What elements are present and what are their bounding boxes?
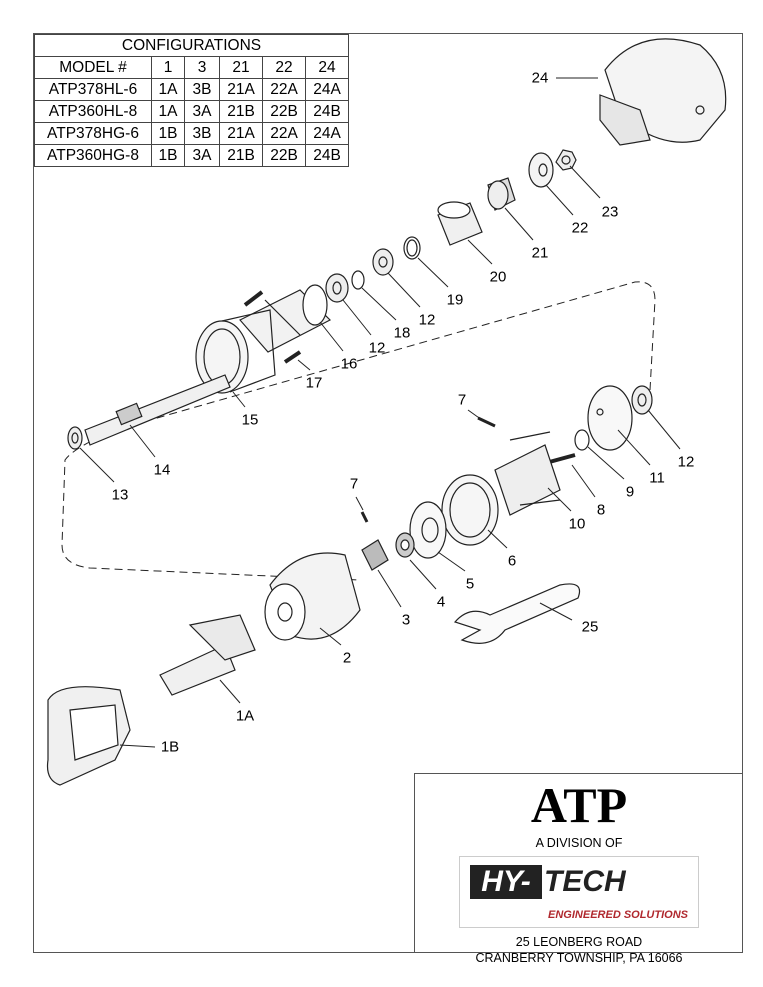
part-13-washer: [67, 426, 83, 450]
part-1a-handle: [159, 614, 256, 696]
callout-1b: 1B: [160, 738, 180, 756]
part-12-bearing: [372, 248, 394, 276]
callout-1a: 1A: [235, 707, 255, 725]
address-line-1: 25 LEONBERG ROAD: [515, 935, 643, 949]
part-12-bearing-c: [631, 385, 653, 415]
part-4-bearing: [395, 532, 415, 558]
cell: ATP360HG-8: [34, 144, 152, 167]
cell: 22B: [262, 100, 306, 123]
cell: 3A: [184, 100, 220, 123]
callout-4: 4: [436, 593, 446, 611]
callout-3: 3: [401, 611, 411, 629]
callout-8: 8: [596, 501, 606, 519]
callout-24: 24: [531, 69, 549, 87]
callout-25: 25: [581, 618, 599, 636]
callout-7: 7: [457, 391, 467, 409]
address-line-2: CRANBERRY TOWNSHIP, PA 16066: [475, 951, 683, 965]
callout-9: 9: [625, 483, 635, 501]
configurations-table: CONFIGURATIONS MODEL # 1 3 21 22 24 ATP3…: [34, 34, 349, 167]
drawing-border: [33, 33, 743, 953]
callout-15: 15: [241, 411, 259, 429]
part-6-cylinder: [441, 474, 499, 546]
callout-7: 7: [349, 475, 359, 493]
cell: 24A: [305, 122, 349, 145]
part-1b-handle: [46, 686, 131, 786]
part-14-spindle: [84, 374, 231, 446]
part-9-ring: [574, 429, 590, 451]
part-16-cylinder: [239, 284, 332, 353]
division-text: A DIVISION OF: [535, 836, 623, 850]
part-11-end-plate: [587, 385, 633, 451]
callout-23: 23: [601, 203, 619, 221]
callout-13: 13: [111, 486, 129, 504]
part-18-ring: [351, 270, 365, 290]
part-19-ring: [403, 236, 421, 260]
title-block: ATP A DIVISION OF HY- TECH ENGINEERED SO…: [414, 773, 743, 965]
callout-6: 6: [507, 552, 517, 570]
logo-hy: HY-: [470, 865, 542, 899]
cell: 3A: [184, 144, 220, 167]
part-17-screws: [243, 290, 302, 364]
cell: 22B: [262, 144, 306, 167]
callout-5: 5: [465, 575, 475, 593]
callout-12: 12: [368, 339, 386, 357]
callout-19: 19: [446, 291, 464, 309]
part-23-nut: [555, 149, 577, 171]
part-3-valve: [361, 539, 389, 571]
assembly-path: [61, 281, 656, 581]
callout-12: 12: [677, 453, 695, 471]
header-cell: 24: [305, 56, 349, 79]
leader-lines: [79, 77, 681, 748]
part-20-sleeve: [437, 201, 483, 246]
callout-17: 17: [305, 374, 323, 392]
logo-tagline: ENGINEERED SOLUTIONS: [548, 909, 688, 921]
callout-11: 11: [649, 469, 665, 487]
cell: 21B: [219, 144, 263, 167]
brand-title: ATP: [530, 777, 628, 833]
part-22-flange: [528, 152, 554, 188]
part-15-end-plate: [195, 309, 276, 394]
part-10-rotor: [494, 431, 561, 516]
callout-21: 21: [531, 244, 549, 262]
cell: 22A: [262, 122, 306, 145]
part-24-guard: [599, 38, 727, 146]
callout-2: 2: [342, 649, 352, 667]
cell: 1B: [151, 122, 185, 145]
part-12-bearing-b: [325, 273, 349, 303]
hy-tech-logo: HY- TECH ENGINEERED SOLUTIONS: [459, 856, 699, 928]
header-cell: MODEL #: [34, 56, 152, 79]
callout-18: 18: [393, 324, 411, 342]
part-2-motor-housing: [264, 552, 361, 641]
cell: 24B: [305, 144, 349, 167]
callout-14: 14: [153, 461, 171, 479]
callout-10: 10: [568, 515, 586, 533]
callout-22: 22: [571, 219, 589, 237]
cell: 21B: [219, 100, 263, 123]
callout-16: 16: [340, 355, 358, 373]
part-5-end-plate: [409, 501, 447, 559]
part-7-pin-lower: [360, 511, 369, 523]
logo-tech: TECH: [544, 865, 626, 898]
part-21-hub: [487, 177, 516, 211]
callout-20: 20: [489, 268, 507, 286]
callout-12: 12: [418, 311, 436, 329]
part-25-wrench: [453, 583, 581, 644]
cell: 1B: [151, 144, 185, 167]
